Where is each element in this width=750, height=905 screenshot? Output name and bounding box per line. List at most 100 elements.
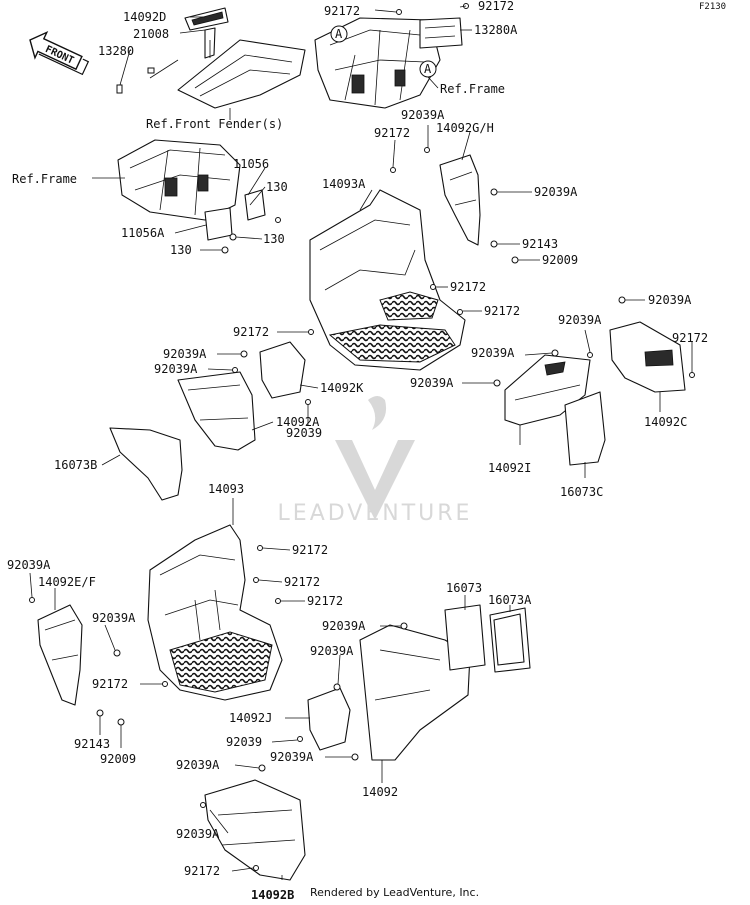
label-11056a: 11056A bbox=[121, 226, 165, 240]
front-arrow-icon: FRONT bbox=[29, 30, 90, 76]
label-130-b: 130 bbox=[263, 232, 285, 246]
label-92039a-6: 92039A bbox=[154, 362, 198, 376]
frame-assembly-left bbox=[117, 139, 266, 241]
fastener-130-b bbox=[229, 233, 237, 241]
insulator-16073c bbox=[564, 391, 606, 466]
label-92039a-8: 92039A bbox=[410, 376, 454, 390]
panel-14092k bbox=[259, 341, 306, 399]
label-14092i: 14092I bbox=[488, 461, 531, 475]
fastener-92039a-3 bbox=[618, 296, 626, 304]
watermark-text: LEADVENTURE bbox=[278, 501, 473, 526]
insulator-16073b bbox=[109, 427, 183, 501]
label-92172-9: 92172 bbox=[307, 594, 343, 608]
cover-14092 bbox=[359, 624, 471, 761]
fastener-92172-2 bbox=[390, 167, 396, 173]
label-13280: 13280 bbox=[98, 44, 134, 58]
label-16073c: 16073C bbox=[560, 485, 603, 499]
label-92039a-12: 92039A bbox=[310, 644, 354, 658]
fastener-92039a-8 bbox=[493, 379, 501, 387]
label-21008: 21008 bbox=[133, 27, 169, 41]
label-92039a-7: 92039A bbox=[471, 346, 515, 360]
fastener-21008 bbox=[147, 67, 155, 74]
cover-14092c bbox=[609, 321, 686, 393]
callout-a-1-letter: A bbox=[335, 27, 343, 41]
fastener-92172-9 bbox=[275, 598, 281, 604]
credit-text: Rendered by LeadVenture, Inc. bbox=[310, 886, 480, 899]
label-92039a-13: 92039A bbox=[270, 750, 314, 764]
label-92039a-5: 92039A bbox=[163, 347, 207, 361]
label-92172-3: 92172 bbox=[450, 280, 486, 294]
front-fender-cover bbox=[177, 7, 306, 109]
label-92009-b: 92009 bbox=[100, 752, 136, 766]
label-92009-a: 92009 bbox=[542, 253, 578, 267]
fastener-92039a-15 bbox=[200, 802, 206, 808]
fastener-92039-b bbox=[297, 736, 303, 742]
fastener-130-c bbox=[221, 246, 229, 254]
label-92039-b: 92039 bbox=[226, 735, 262, 749]
cover-14092gh bbox=[439, 154, 481, 246]
fastener-92039a-1 bbox=[424, 147, 430, 153]
label-130-a: 130 bbox=[266, 180, 288, 194]
fastener-92039a-12 bbox=[333, 683, 341, 691]
label-92172-4: 92172 bbox=[484, 304, 520, 318]
label-92172-top: 92172 bbox=[324, 4, 360, 18]
fastener-92172-4 bbox=[457, 309, 463, 315]
label-14092gh: 14092G/H bbox=[436, 121, 494, 135]
label-14092a: 14092A bbox=[276, 415, 320, 429]
label-92039a-11: 92039A bbox=[322, 619, 366, 633]
label-92039a-9: 92039A bbox=[7, 558, 51, 572]
label-92039: 92039 bbox=[286, 426, 322, 440]
callout-a-2-letter: A bbox=[424, 62, 432, 76]
label-92172-8: 92172 bbox=[284, 575, 320, 589]
fastener-92039a-13 bbox=[351, 753, 359, 761]
label-16073a: 16073A bbox=[488, 593, 532, 607]
fastener-92039a-10 bbox=[113, 649, 121, 657]
fastener-92039a-7 bbox=[551, 349, 559, 357]
fastener-130-a bbox=[275, 217, 281, 223]
label-14093: 14093 bbox=[208, 482, 244, 496]
fastener-92172-10 bbox=[162, 681, 168, 687]
floor-14093 bbox=[147, 524, 283, 701]
ref-frame-left: Ref.Frame bbox=[12, 172, 77, 186]
fastener-92172-11 bbox=[253, 865, 259, 871]
cover-14092ef bbox=[37, 604, 83, 706]
label-92172-10: 92172 bbox=[92, 677, 128, 691]
fastener-92039 bbox=[305, 399, 311, 405]
panel-14092j bbox=[307, 687, 351, 751]
label-14093a: 14093A bbox=[322, 177, 366, 191]
label-13280a: 13280A bbox=[474, 23, 518, 37]
fastener-92039a-4 bbox=[587, 352, 593, 358]
fastener-92172-5 bbox=[308, 329, 314, 335]
cover-14092a bbox=[177, 371, 256, 451]
fastener-92143-a bbox=[490, 240, 498, 248]
label-92172-2: 92172 bbox=[374, 126, 410, 140]
label-92039a-10: 92039A bbox=[92, 611, 136, 625]
fastener-92039a-5 bbox=[240, 350, 248, 358]
insulator-16073 bbox=[444, 604, 486, 671]
label-14092c: 14092C bbox=[644, 415, 687, 429]
callout-a-1 bbox=[330, 25, 348, 43]
label-92039a-3: 92039A bbox=[648, 293, 692, 307]
figure-code: F2130 bbox=[699, 2, 727, 12]
fastener-92039a-9 bbox=[29, 597, 35, 603]
fastener-92039a-14 bbox=[258, 764, 266, 772]
cover-14092b bbox=[204, 779, 306, 881]
label-92039a-14: 92039A bbox=[176, 758, 220, 772]
fastener-92039a-11 bbox=[400, 622, 408, 630]
label-92172-11: 92172 bbox=[184, 864, 220, 878]
part-labels: 14092D 21008 13280 92172 92172 13280A 11… bbox=[7, 0, 708, 902]
label-14092b: 14092B bbox=[251, 888, 294, 902]
insulator-16073a bbox=[489, 607, 531, 673]
label-92172-5: 92172 bbox=[233, 325, 269, 339]
label-14092k: 14092K bbox=[320, 381, 364, 395]
ref-frame-top: Ref.Frame bbox=[440, 82, 505, 96]
fastener-92172-8 bbox=[253, 577, 259, 583]
label-92172-topright: 92172 bbox=[478, 0, 514, 13]
fastener-92172-7 bbox=[257, 545, 263, 551]
label-92172-6: 92172 bbox=[672, 331, 708, 345]
label-11056: 11056 bbox=[233, 157, 269, 171]
leader-lines bbox=[29, 5, 693, 880]
label-14092j: 14092J bbox=[229, 711, 272, 725]
label-92172-7: 92172 bbox=[292, 543, 328, 557]
fastener-92039a-6 bbox=[232, 367, 238, 373]
